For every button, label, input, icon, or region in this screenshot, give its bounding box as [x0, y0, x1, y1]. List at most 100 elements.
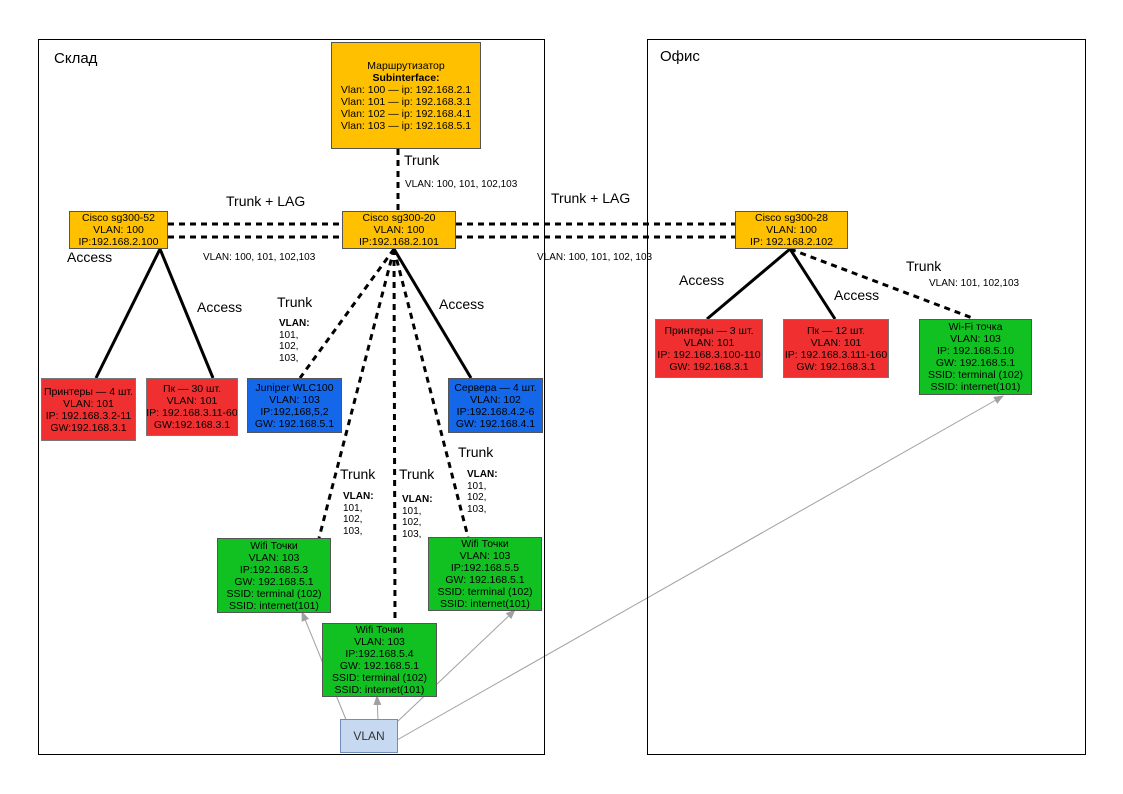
- vlan-stack-wifi5: VLAN: 101, 102, 103,: [467, 469, 498, 515]
- vlan-stack-head: VLAN:: [467, 469, 498, 480]
- juniper-wlc100[interactable]: Juniper WLC100 VLAN: 103 IP:192,168,5,2 …: [247, 378, 342, 433]
- label-vlan-lag-left: VLAN: 100, 101, 102,103: [203, 252, 316, 263]
- router-node[interactable]: Маршрутизатор Subinterface: Vlan: 100 — …: [331, 42, 481, 149]
- label-trunk-juniper: Trunk: [277, 294, 313, 310]
- node-line: IP: 192.168.3.100-110: [657, 348, 761, 361]
- link-sw52-pc: [158, 248, 215, 379]
- node-line: GW: 192.168.5.1: [234, 575, 314, 588]
- router-line: Vlan: 103 — ip: 192.168.5.1: [340, 119, 472, 132]
- node-line: SSID: internet(101): [930, 381, 1021, 393]
- node-line: GW: 192.168.4.1: [455, 417, 536, 430]
- label-trunk-office-wifi: Trunk: [906, 258, 942, 274]
- vlan-stack-row: 101,: [343, 502, 363, 514]
- node-line: IP: 192.168.3.2-11: [45, 409, 132, 422]
- wifi-point-warehouse[interactable]: Wifi Точки VLAN: 103 IP:192.168.5.3 GW: …: [217, 538, 331, 613]
- vlan-stack-row: 102,: [402, 517, 422, 528]
- node-line: VLAN: 100: [93, 224, 144, 236]
- node-line: GW: 192.168.5.1: [445, 574, 525, 586]
- label-trunk-router: Trunk: [404, 152, 440, 168]
- node-line: GW: 192.168.5.1: [339, 660, 420, 672]
- node-line: VLAN: 100: [766, 224, 817, 236]
- switch-sg300-52[interactable]: Cisco sg300-52 VLAN: 100 IP:192.168.2.10…: [69, 211, 168, 249]
- node-line: Сервера — 4 шт.: [454, 381, 537, 394]
- pc-warehouse[interactable]: Пк — 30 шт. VLAN: 101 IP: 192.168.3.11-6…: [146, 378, 238, 436]
- vlan-stack-row: 103,: [467, 503, 487, 515]
- switch-sg300-28[interactable]: Cisco sg300-28 VLAN: 100 IP: 192.168.2.1…: [735, 211, 848, 249]
- node-line: SSID: terminal (102): [437, 586, 533, 598]
- vlan-stack-row: 101,: [279, 329, 299, 341]
- node-line: Cisco sg300-52: [82, 212, 155, 224]
- node-line: VLAN: 102: [470, 393, 521, 406]
- wifi-point-office[interactable]: Wi-Fi точка VLAN: 103 IP: 192.168.5.10 G…: [919, 319, 1032, 395]
- link-sw52-printers: [94, 248, 162, 379]
- label-access-office-pc: Access: [834, 287, 880, 303]
- link-sw28-pc: [788, 248, 837, 320]
- node-line: GW: 192.168.5.1: [254, 417, 335, 430]
- link-sw20-wifi5: [392, 248, 470, 538]
- node-line: VLAN: 103: [459, 550, 511, 562]
- label-vlan-router: VLAN: 100, 101, 102,103: [405, 179, 518, 190]
- label-trunk-lag-left: Trunk + LAG: [226, 193, 306, 209]
- label-trunk-wifi4: Trunk: [399, 466, 435, 482]
- node-line: GW: 192.168.5.1: [935, 357, 1016, 369]
- link-sw20-juniper: [298, 248, 396, 379]
- vlan-stack-head: VLAN:: [279, 318, 310, 329]
- node-line: IP:192,168,5,2: [260, 405, 329, 418]
- servers-warehouse[interactable]: Сервера — 4 шт. VLAN: 102 IP:192.168.4.2…: [448, 378, 543, 433]
- node-line: IP:192.168.2.100: [78, 236, 159, 248]
- node-line: VLAN: 101: [166, 395, 218, 407]
- label-trunk-lag-right: Trunk + LAG: [551, 190, 631, 206]
- node-line: VLAN: 101: [810, 336, 862, 349]
- vlan-stack-row: 103,: [343, 525, 363, 537]
- node-line: VLAN: 103: [248, 551, 300, 564]
- node-line: Cisco sg300-20: [362, 212, 436, 224]
- label-access-office-printers: Access: [679, 272, 725, 288]
- node-line: VLAN: 103: [269, 393, 320, 406]
- router-line: Vlan: 102 — ip: 192.168.4.1: [340, 107, 472, 120]
- label-vlan-office-wifi: VLAN: 101, 102,103: [929, 278, 1020, 289]
- printers-office[interactable]: Принтеры — 3 шт. VLAN: 101 IP: 192.168.3…: [655, 319, 763, 378]
- vlan-stack-juniper: VLAN: 101, 102, 103,: [279, 318, 310, 364]
- node-line: VLAN: 100: [373, 224, 425, 236]
- node-line: Wifi Точки: [355, 624, 404, 636]
- node-line: Cisco sg300-28: [755, 212, 828, 224]
- vlan-box[interactable]: VLAN: [340, 719, 398, 753]
- node-line: IP:192.168.2.101: [359, 236, 439, 248]
- node-line: IP:192.168.5.4: [345, 648, 414, 660]
- node-line: VLAN: 101: [683, 336, 735, 349]
- node-line: IP: 192.168.3.11-60: [146, 407, 238, 419]
- wifi-point-warehouse[interactable]: Wifi Точки VLAN: 103 IP:192.168.5.4 GW: …: [322, 623, 437, 697]
- node-line: Пк — 12 шт.: [806, 324, 866, 337]
- router-line: Vlan: 100 — ip: 192.168.2.1: [340, 83, 472, 96]
- node-line: Принтеры — 3 шт.: [664, 324, 754, 337]
- link-sw28-printers: [706, 247, 791, 321]
- router-line: Vlan: 101 — ip: 192.168.3.1: [340, 95, 472, 108]
- printers-warehouse[interactable]: Принтеры — 4 шт. VLAN: 101 IP: 192.168.3…: [41, 378, 136, 441]
- zone-office: [647, 39, 1086, 755]
- vlan-stack-head: VLAN:: [402, 494, 433, 505]
- node-line: IP:192.168.4.2-6: [456, 405, 535, 418]
- node-line: VLAN: 101: [63, 397, 114, 410]
- node-line: VLAN: 103: [354, 636, 405, 648]
- vlan-stack-head: VLAN:: [343, 491, 374, 502]
- node-line: GW: 192.168.3.1: [796, 360, 876, 373]
- pc-office[interactable]: Пк — 12 шт. VLAN: 101 IP: 192.168.3.111-…: [783, 319, 889, 378]
- vlan-stack-wifi3: VLAN: 101, 102, 103,: [343, 491, 374, 537]
- arrow-vlan-wifi-office: [396, 395, 1004, 741]
- node-line: GW:192.168.3.1: [153, 419, 231, 431]
- node-line: GW:192.168.3.1: [50, 421, 127, 434]
- switch-sg300-20[interactable]: Cisco sg300-20 VLAN: 100 IP:192.168.2.10…: [342, 211, 456, 249]
- node-line: GW: 192.168.3.1: [669, 360, 749, 373]
- node-line: IP: 192.168.3.111-160: [784, 348, 888, 361]
- node-line: SSID: internet(101): [229, 599, 319, 612]
- link-sw20-servers: [392, 248, 473, 379]
- wifi-point-warehouse[interactable]: Wifi Точки VLAN: 103 IP:192.168.5.5 GW: …: [428, 537, 542, 611]
- label-trunk-wifi3: Trunk: [340, 466, 376, 482]
- arrow-vlan-wifi4: [373, 695, 382, 721]
- node-line: Wifi Точки: [461, 538, 509, 550]
- vlan-box-label: VLAN: [353, 729, 385, 743]
- node-line: Wifi Точки: [250, 539, 298, 552]
- node-line: SSID: terminal (102): [226, 587, 322, 600]
- label-trunk-wifi5: Trunk: [458, 444, 494, 460]
